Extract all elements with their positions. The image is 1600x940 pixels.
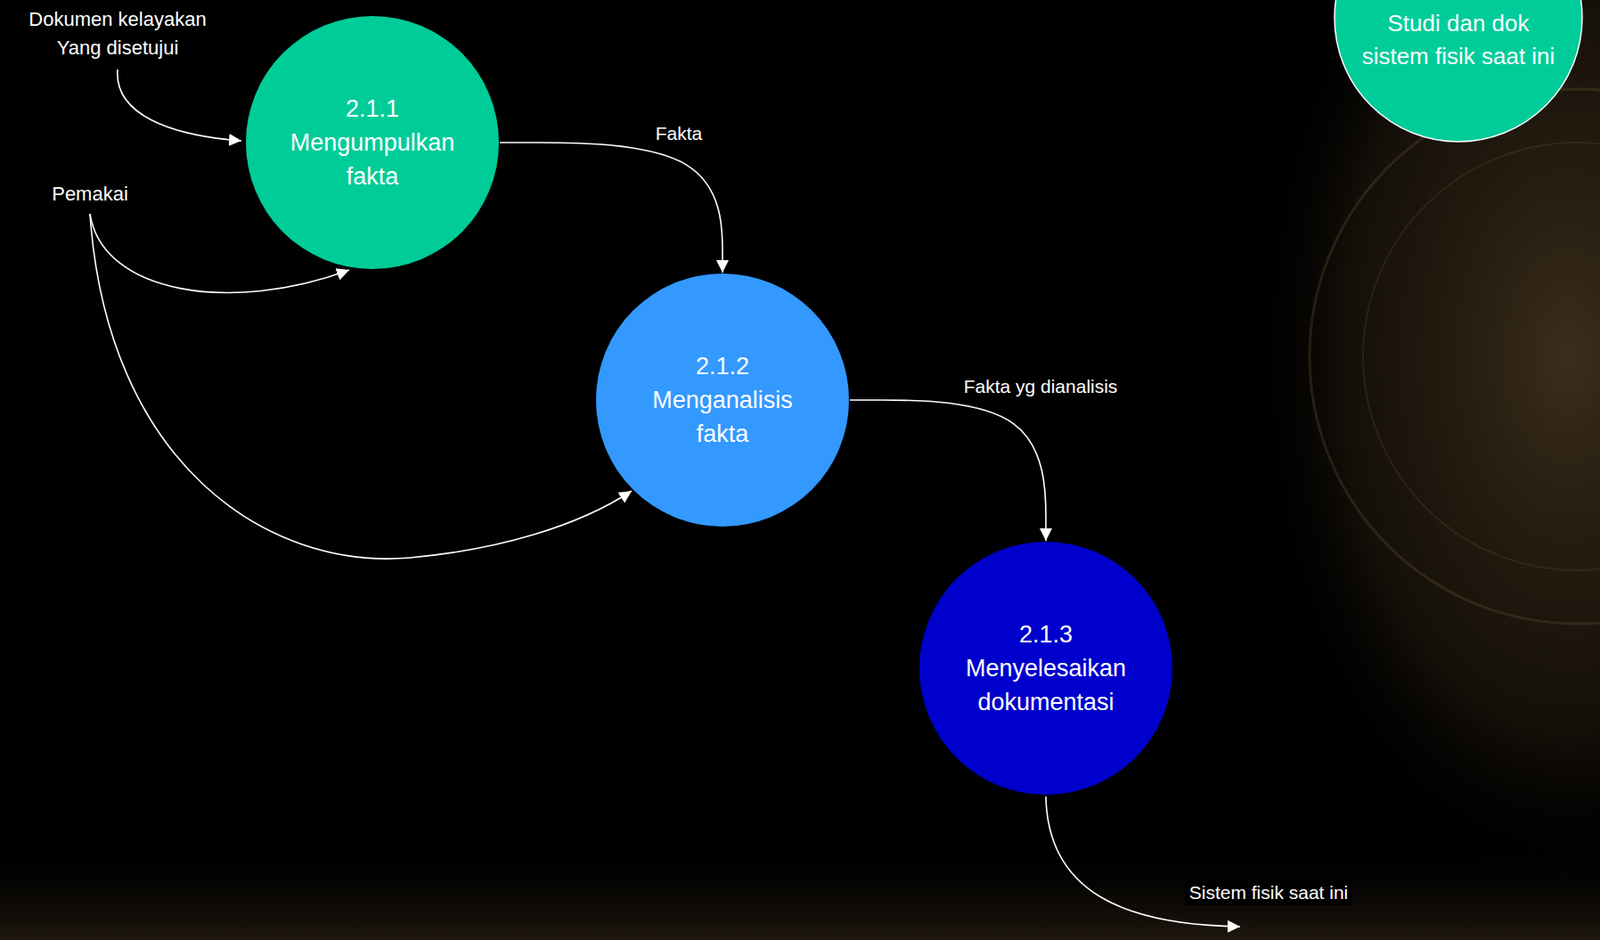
circle-shape xyxy=(919,541,1173,795)
process-text: 2.1.3Menyelesaikan dokumentasi xyxy=(955,617,1138,719)
process-circle: 2.1.3Menyelesaikan dokumentasi xyxy=(918,540,1174,796)
process-text: 2.1.2Menganalisis fakta xyxy=(631,349,815,451)
label-holder: Sistem fisik saat ini xyxy=(1185,880,1353,906)
process-number: 2.1.1 xyxy=(345,91,400,126)
process-number: 2.1.2 xyxy=(695,349,750,384)
process-number: 2.1.3 xyxy=(1019,617,1073,652)
process-name: Menyelesaikan dokumentasi xyxy=(955,651,1138,719)
floor-shade xyxy=(0,837,1600,940)
circle-shape xyxy=(1334,0,1583,142)
process-circle: 2.1.2Menganalisis fakta xyxy=(595,272,850,528)
circle-shape xyxy=(245,16,499,270)
process-text: Studi dan dok sistem fisik saat ini xyxy=(1356,7,1560,74)
flow-label: Fakta xyxy=(652,122,707,146)
flow-label-holder: Fakta yg dianalisis xyxy=(960,375,1122,399)
process-circle: 2.1.1Mengumpulkan fakta xyxy=(244,15,500,270)
data-flow xyxy=(849,400,1046,541)
process-name: Studi dan dok sistem fisik saat ini xyxy=(1356,7,1560,74)
flow-label: Fakta yg dianalisis xyxy=(960,375,1122,399)
process-name: Mengumpulkan fakta xyxy=(281,125,465,194)
process-text: 2.1.1Mengumpulkan fakta xyxy=(281,91,465,194)
compass-ring xyxy=(1309,89,1600,624)
circle-shape xyxy=(595,273,849,527)
compass-ring xyxy=(1363,142,1600,571)
external-entity: Dokumen kelayakan Yang disetujui xyxy=(11,4,224,64)
process-name: Menganalisis fakta xyxy=(631,383,815,451)
label-holder: Dokumen kelayakan Yang disetujui xyxy=(11,4,224,64)
input-flow xyxy=(117,69,242,141)
data-flow-label: Sistem fisik saat ini xyxy=(1185,880,1353,906)
data-flow xyxy=(499,142,723,273)
flow-label-holder: Fakta xyxy=(652,122,707,146)
external-entity: Pemakai xyxy=(48,180,132,208)
output-flow xyxy=(1045,796,1241,927)
process-circle: Studi dan dok sistem fisik saat ini xyxy=(1333,0,1584,143)
compass-backdrop xyxy=(1247,0,1600,891)
label-holder: Pemakai xyxy=(48,180,132,208)
